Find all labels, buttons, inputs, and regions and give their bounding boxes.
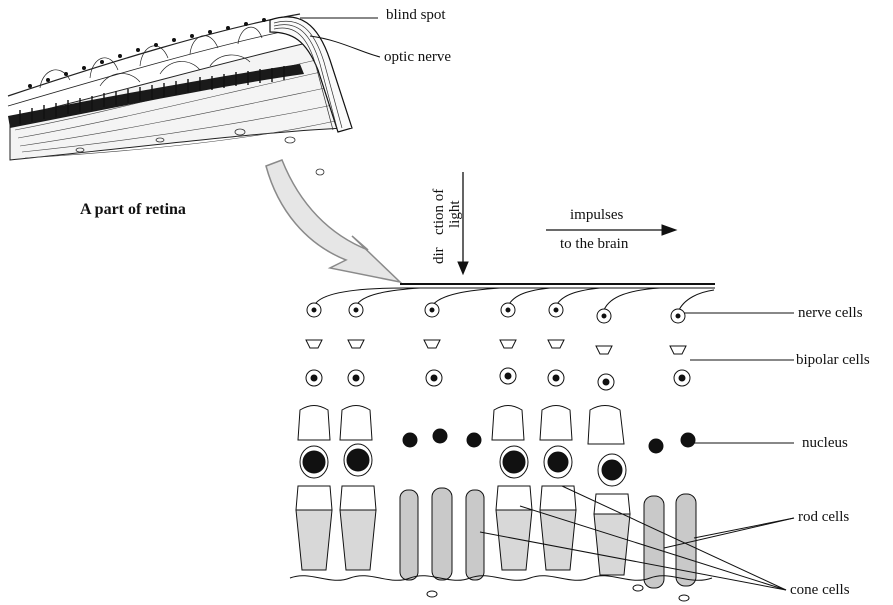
nerve-cells-label: nerve cells xyxy=(798,306,863,321)
rod-cells-label: rod cells xyxy=(798,510,849,525)
bipolar-cells-label: bipolar cells xyxy=(796,353,870,368)
direction-label-part1: dir xyxy=(432,247,447,264)
blind-spot-label: blind spot xyxy=(386,8,446,23)
retina-section xyxy=(8,14,352,175)
cone-cells-label: cone cells xyxy=(790,583,850,598)
impulses-arrow xyxy=(546,225,676,235)
direction-label-part2: ction of xyxy=(432,189,447,235)
direction-label-part3: light xyxy=(448,200,463,228)
retina-caption: A part of retina xyxy=(80,202,186,218)
zoom-arrow xyxy=(266,160,400,282)
nucleus-label: nucleus xyxy=(802,436,848,451)
to-brain-label: to the brain xyxy=(560,237,628,252)
optic-nerve-label: optic nerve xyxy=(384,50,451,65)
retina-cell-detail xyxy=(290,284,715,601)
impulses-label: impulses xyxy=(570,208,623,223)
